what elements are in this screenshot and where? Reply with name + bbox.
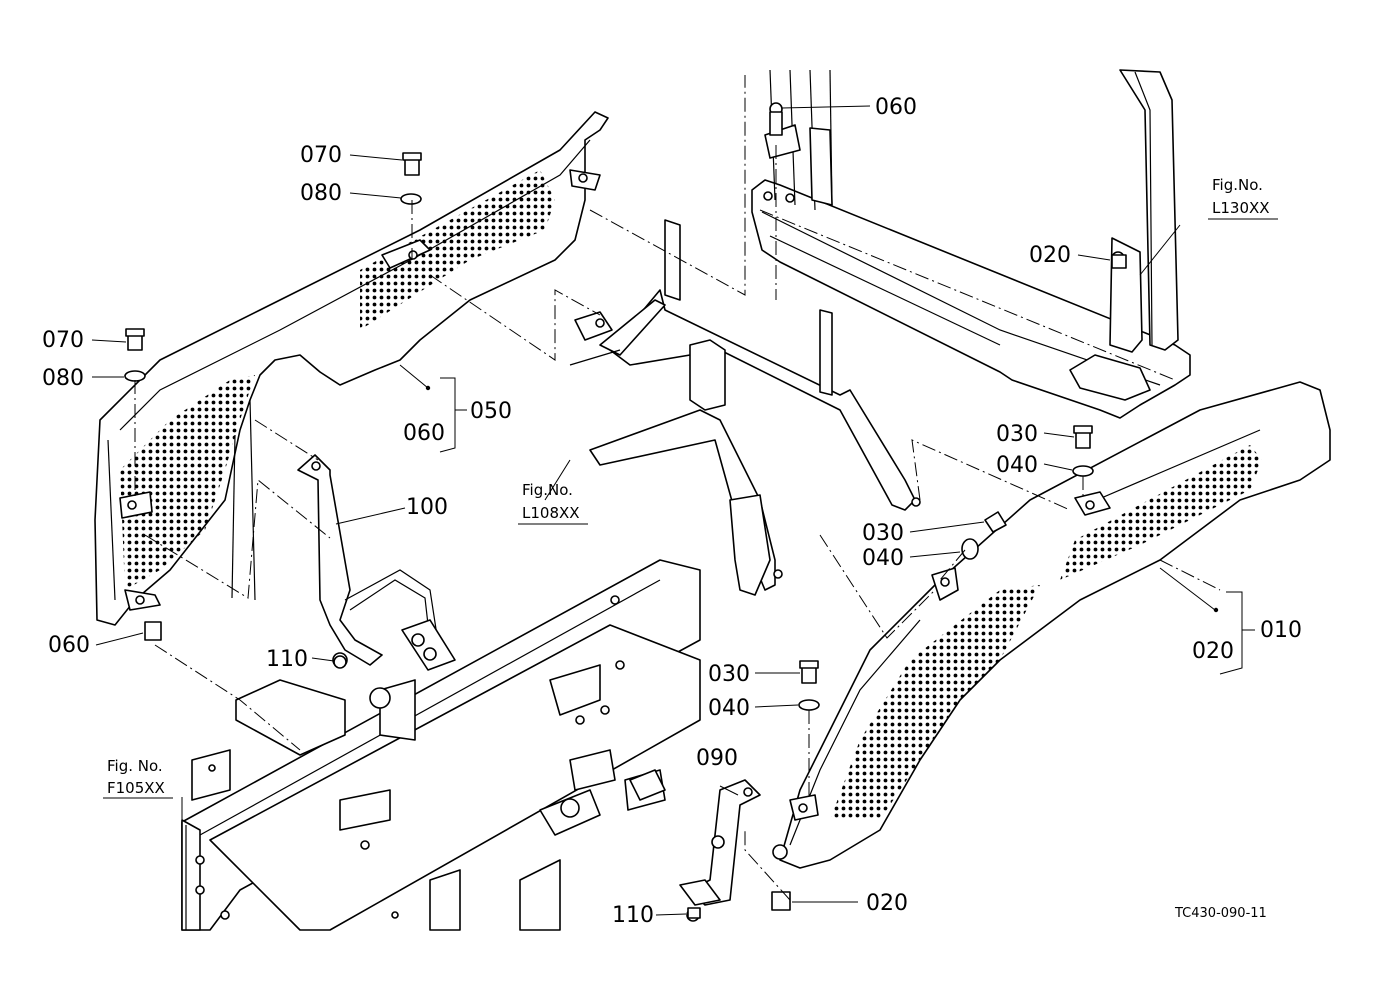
callout-020: 020	[866, 891, 908, 916]
callout-020: 020	[1029, 243, 1071, 268]
rops-frame	[751, 69, 1191, 419]
callout-040: 040	[996, 453, 1038, 478]
callout-020: 020	[1192, 639, 1234, 664]
washer-icon	[400, 193, 422, 205]
fasteners	[124, 152, 1127, 919]
callout-070: 070	[300, 143, 342, 168]
callout-110: 110	[266, 647, 308, 672]
left-fender	[94, 111, 609, 626]
leader-lines	[91, 105, 1255, 916]
fig-ref-label: Fig. No.	[107, 757, 163, 775]
callout-labels: 060 070 080 070 080 060 050 060 100 110 …	[42, 95, 1302, 928]
callout-040: 040	[708, 696, 750, 721]
bracket-090	[629, 769, 761, 922]
figure-references: Fig.No. L130XX Fig.No. L108XX Fig. No. F…	[103, 176, 1278, 799]
nut-icon	[333, 655, 347, 669]
washer-icon	[961, 538, 979, 560]
fig-ref-label: Fig.No.	[1212, 176, 1263, 194]
washer-icon	[798, 699, 820, 711]
callout-040: 040	[862, 546, 904, 571]
callout-080: 080	[42, 366, 84, 391]
rubber-cushion-icon	[1111, 254, 1127, 269]
callout-030: 030	[862, 521, 904, 546]
fig-ref-code: L108XX	[522, 504, 580, 522]
callout-100: 100	[406, 495, 448, 520]
fig-ref-label: Fig.No.	[522, 481, 573, 499]
callout-060: 060	[48, 633, 90, 658]
bracket-100	[297, 454, 456, 671]
bolt-icon	[984, 511, 1007, 533]
assembly-centerlines	[134, 75, 1221, 901]
callout-060: 060	[403, 421, 445, 446]
rubber-cushion-icon	[771, 891, 791, 911]
right-fender	[772, 381, 1331, 869]
callout-030: 030	[996, 422, 1038, 447]
callout-060: 060	[875, 95, 917, 120]
drawing-code: TC430-090-11	[1174, 906, 1267, 921]
washer-icon	[1072, 465, 1094, 477]
nut-icon	[687, 907, 701, 919]
fig-ref-code: F105XX	[107, 779, 165, 797]
fig-ref-code: L130XX	[1212, 199, 1270, 217]
rubber-cushion-icon	[144, 621, 162, 641]
chassis-frame	[181, 559, 701, 931]
callout-090: 090	[696, 746, 738, 771]
callout-010: 010	[1260, 618, 1302, 643]
washer-icon	[124, 370, 146, 382]
floor-support-frame	[569, 219, 921, 596]
callout-050: 050	[470, 399, 512, 424]
callout-080: 080	[300, 181, 342, 206]
callout-110: 110	[612, 903, 654, 928]
callout-030: 030	[708, 662, 750, 687]
callout-070: 070	[42, 328, 84, 353]
